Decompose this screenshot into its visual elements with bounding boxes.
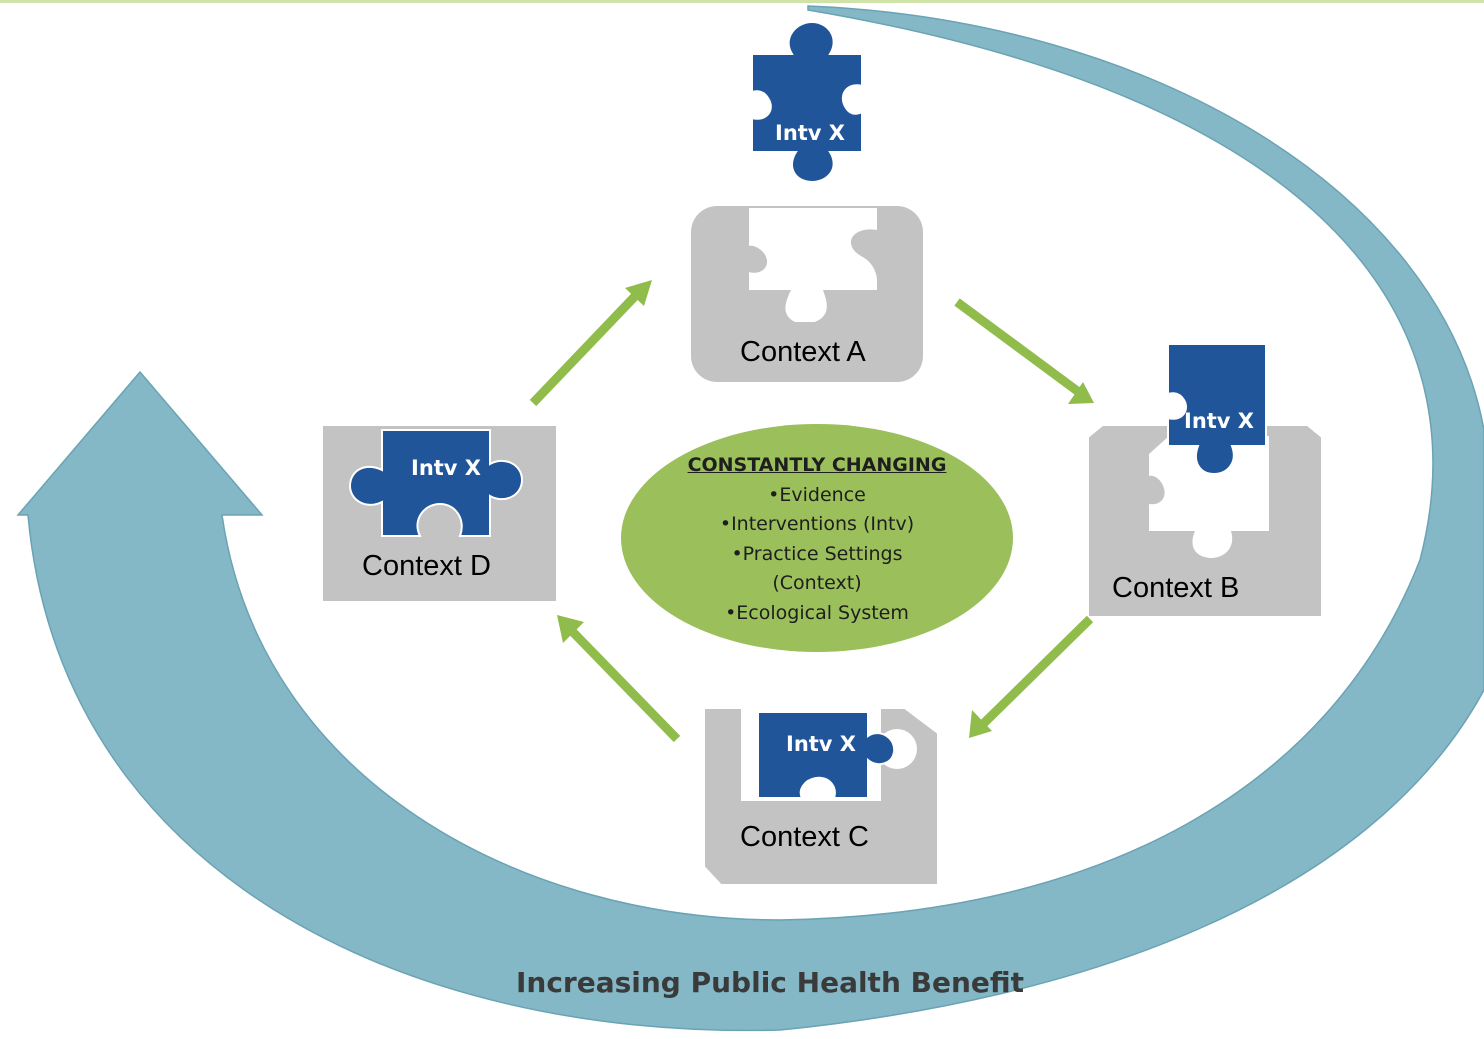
- ellipse-item-interventions: •Interventions (Intv): [719, 513, 915, 535]
- intv-x-label-b: Intv X: [1184, 409, 1254, 433]
- ellipse-item-ecological-system: •Ecological System: [725, 601, 909, 624]
- empty-slot-b-icon: [1149, 436, 1269, 558]
- arrow-c-to-d: [557, 615, 681, 743]
- top-divider: [0, 0, 1484, 3]
- intv-x-piece-top-icon: [751, 20, 863, 184]
- ellipse-item-evidence: •Evidence: [768, 483, 866, 506]
- arrow-a-to-b: [954, 298, 1094, 404]
- empty-slot-a-icon: [749, 208, 877, 322]
- constantly-changing-ellipse: [621, 424, 1013, 652]
- cycle-arrows: [529, 280, 1094, 743]
- ellipse-item-context: (Context): [772, 572, 862, 594]
- context-b-label: Context B: [1112, 572, 1240, 604]
- context-a-tile: [691, 206, 923, 382]
- intv-x-label-d: Intv X: [411, 456, 481, 480]
- intv-x-piece-c-icon: [757, 711, 896, 799]
- arrow-b-to-c: [969, 615, 1094, 738]
- context-c-label: Context C: [740, 821, 869, 853]
- public-health-benefit-label: Increasing Public Health Benefit: [515, 966, 1025, 999]
- intv-x-label-top: Intv X: [775, 121, 845, 145]
- intv-x-label-c: Intv X: [786, 732, 856, 756]
- public-health-benefit-arrow: [16, 5, 1484, 1032]
- constantly-changing-text: CONSTANTLY CHANGING •Evidence •Intervent…: [621, 451, 1013, 628]
- arrow-d-to-a: [529, 280, 652, 407]
- context-d-label: Context D: [362, 550, 491, 582]
- ellipse-item-practice-settings: •Practice Settings: [731, 542, 903, 565]
- intv-x-piece-d-icon: [348, 429, 524, 537]
- ellipse-title: CONSTANTLY CHANGING: [687, 454, 947, 476]
- context-a-label: Context A: [740, 336, 866, 368]
- intv-x-piece-b-icon: [1167, 343, 1267, 476]
